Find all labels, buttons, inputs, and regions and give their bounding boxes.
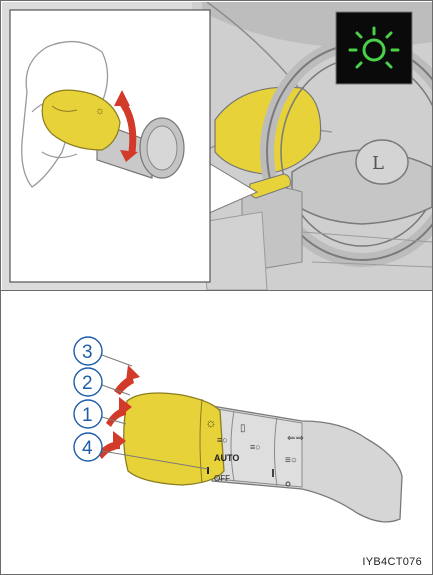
dashboard-illustration: L ☼ [2, 2, 432, 290]
switch-auto-label: AUTO [214, 453, 239, 463]
svg-text:≡○: ≡○ [250, 442, 261, 452]
svg-text:2: 2 [82, 373, 93, 394]
callout-4: 4 [74, 433, 102, 461]
figure-code: IYB4CT076 [362, 556, 422, 568]
svg-text:1: 1 [82, 405, 93, 426]
svg-text:⇐⇒: ⇐⇒ [287, 433, 304, 444]
dashboard-scene: L ☼ [2, 2, 432, 290]
headlight-indicator [336, 12, 412, 84]
callout-2: 2 [74, 368, 102, 396]
svg-text:≡○: ≡○ [285, 455, 297, 466]
switch-positions-illustration: ▯ ≡○ ⇐⇒ ≡○ ☼ ≡○ AUTO OFF [2, 291, 432, 574]
svg-text:3: 3 [82, 342, 93, 363]
switch-diagram: ▯ ≡○ ⇐⇒ ≡○ ☼ ≡○ AUTO OFF [2, 291, 432, 574]
svg-text:4: 4 [82, 438, 93, 459]
callout-3: 3 [74, 337, 102, 365]
svg-text:☼: ☼ [95, 105, 105, 117]
svg-text:▯: ▯ [240, 423, 246, 434]
switch-off-label: OFF [214, 474, 230, 483]
inset-hand-switch: ☼ [10, 10, 210, 282]
headlight-symbol-icon: ☼ [205, 415, 217, 430]
svg-text:L: L [372, 153, 384, 174]
fog-symbol-icon: ≡○ [217, 435, 228, 445]
callout-1: 1 [74, 400, 102, 428]
